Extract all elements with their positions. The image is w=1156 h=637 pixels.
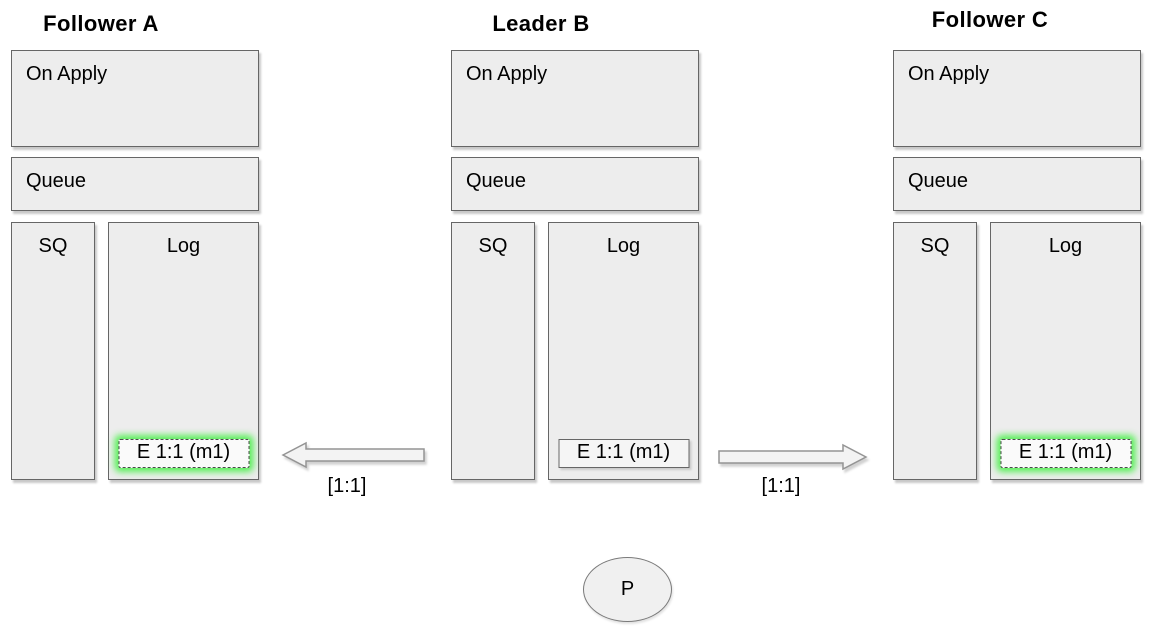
queue-box: Queue bbox=[451, 157, 699, 211]
queue-label: Queue bbox=[466, 170, 527, 192]
queue-label: Queue bbox=[908, 170, 969, 192]
log-label: Log bbox=[166, 235, 201, 257]
log-label: Log bbox=[1048, 235, 1083, 257]
sq-label: SQ bbox=[478, 235, 508, 257]
replication-arrow-left-icon bbox=[281, 441, 425, 469]
log-entry: E 1:1 (m1) bbox=[558, 439, 689, 468]
sq-box: SQ bbox=[11, 222, 95, 480]
on-apply-label: On Apply bbox=[26, 63, 108, 85]
on-apply-box: On Apply bbox=[11, 50, 259, 147]
log-entry: E 1:1 (m1) bbox=[1000, 439, 1131, 468]
on-apply-label: On Apply bbox=[466, 63, 548, 85]
on-apply-box: On Apply bbox=[893, 50, 1141, 147]
log-entry: E 1:1 (m1) bbox=[118, 439, 249, 468]
on-apply-box: On Apply bbox=[451, 50, 699, 147]
node-title: Follower C bbox=[931, 7, 1049, 32]
process-label: P bbox=[620, 578, 635, 600]
log-box: Log E 1:1 (m1) bbox=[548, 222, 699, 480]
node-follower-a: Follower A On Apply Queue SQ Log E 1:1 (… bbox=[11, 0, 259, 520]
queue-box: Queue bbox=[11, 157, 259, 211]
process-node: P bbox=[583, 557, 672, 622]
log-box: Log E 1:1 (m1) bbox=[990, 222, 1141, 480]
arrow-label: [1:1] bbox=[327, 475, 367, 497]
log-box: Log E 1:1 (m1) bbox=[108, 222, 259, 480]
queue-label: Queue bbox=[26, 170, 87, 192]
log-label: Log bbox=[606, 235, 641, 257]
sq-box: SQ bbox=[893, 222, 977, 480]
queue-box: Queue bbox=[893, 157, 1141, 211]
sq-label: SQ bbox=[38, 235, 68, 257]
node-title: Follower A bbox=[43, 11, 159, 36]
arrow-label: [1:1] bbox=[761, 475, 801, 497]
on-apply-label: On Apply bbox=[908, 63, 990, 85]
node-title: Leader B bbox=[492, 11, 590, 36]
sq-label: SQ bbox=[920, 235, 950, 257]
node-leader-b: Leader B On Apply Queue SQ Log E 1:1 (m1… bbox=[451, 0, 699, 520]
sq-box: SQ bbox=[451, 222, 535, 480]
replication-arrow-right-icon bbox=[718, 443, 868, 471]
node-follower-c: Follower C On Apply Queue SQ Log E 1:1 (… bbox=[893, 0, 1141, 520]
